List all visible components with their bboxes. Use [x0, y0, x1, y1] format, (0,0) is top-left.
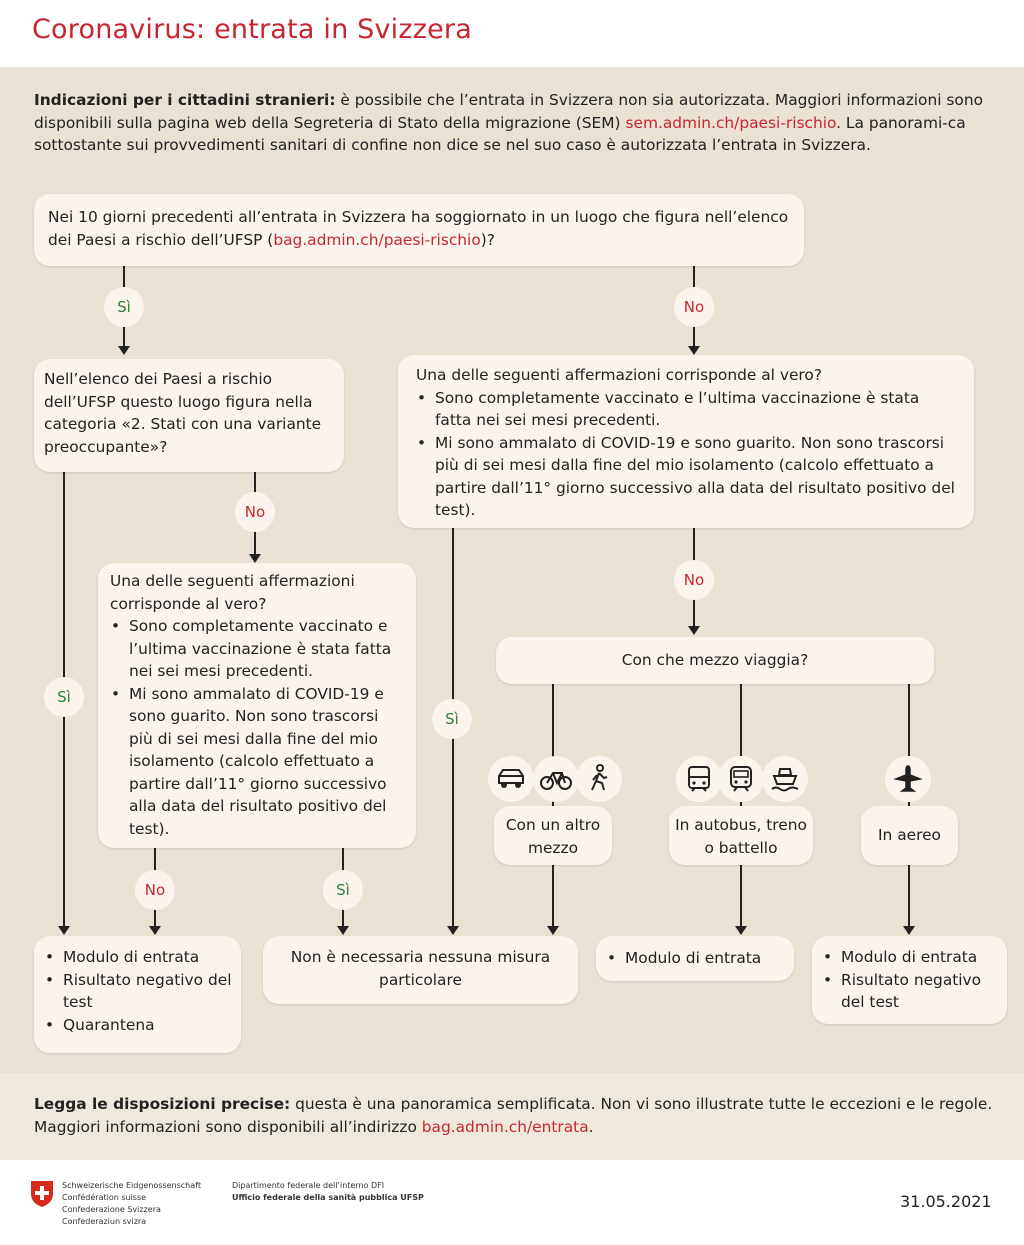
question-risk-country-text: Nei 10 giorni precedenti all’entrata in … — [48, 208, 789, 249]
intro-bold: Indicazioni per i cittadini stranieri: — [34, 91, 336, 109]
transport-public-label: In autobus, treno o battello — [675, 816, 807, 857]
list-item: Modulo di entrata — [822, 946, 999, 969]
question-vaccinated-right: Una delle seguenti affermazioni corrispo… — [398, 355, 974, 528]
yes-badge: Sì — [104, 287, 144, 327]
question-transport: Con che mezzo viaggia? — [496, 637, 934, 684]
list-item: Sono completamente vaccinato e l’ultima … — [110, 615, 406, 683]
list-item: Modulo di entrata — [606, 947, 786, 970]
footer-bold: Legga le disposizioni precise: — [34, 1095, 291, 1113]
question-transport-text: Con che mezzo viaggia? — [621, 651, 809, 669]
intro-band — [0, 67, 1024, 173]
intro-text: Indicazioni per i cittadini stranieri: è… — [34, 89, 1000, 157]
connector — [740, 684, 742, 927]
list-item: Modulo di entrata — [44, 946, 233, 969]
list-item: Quarantena — [44, 1014, 233, 1037]
outcome-entry-form: Modulo di entrata — [596, 936, 794, 981]
connector — [552, 684, 554, 927]
arrow — [149, 926, 161, 935]
arrow — [337, 926, 349, 935]
arrow — [735, 926, 747, 935]
question-vaccinated-left: Una delle seguenti affermazioni corrispo… — [98, 563, 416, 848]
no-badge: No — [674, 560, 714, 600]
bag-risk-link[interactable]: bag.admin.ch/paesi-rischio — [273, 230, 481, 249]
date: 31.05.2021 — [900, 1192, 992, 1211]
footer-text: Legga le disposizioni precise: questa è … — [34, 1093, 1004, 1138]
footer-text-2: . — [588, 1117, 594, 1136]
train-icon — [718, 756, 764, 802]
transport-other: Con un altro mezzo — [494, 806, 612, 865]
question-variant: Nell’elenco dei Paesi a rischio dell’UFS… — [34, 359, 344, 472]
arrow — [249, 554, 261, 563]
footer-band — [0, 1073, 1024, 1160]
arrow — [688, 346, 700, 355]
federal-name: Confederazione Svizzera — [62, 1205, 161, 1214]
arrow — [118, 346, 130, 355]
list-item: Risultato negativo del test — [822, 969, 999, 1014]
transport-other-label: Con un altro mezzo — [505, 816, 601, 857]
bag-entry-link[interactable]: bag.admin.ch/entrata — [421, 1117, 589, 1136]
arrow — [547, 926, 559, 935]
yes-badge: Sì — [44, 677, 84, 717]
no-badge: No — [235, 492, 275, 532]
arrow — [688, 626, 700, 635]
question-risk-country: Nei 10 giorni precedenti all’entrata in … — [34, 194, 804, 266]
yes-badge: Sì — [432, 699, 472, 739]
pedestrian-icon — [576, 756, 622, 802]
question-heading: Una delle seguenti affermazioni corrispo… — [416, 366, 822, 384]
intro-text-1: è possibile che l’entrata in Svizzera no… — [34, 91, 984, 132]
list-item: Mi sono ammalato di COVID-19 e sono guar… — [416, 432, 958, 522]
department-name: Dipartimento federale dell’interno DFI — [232, 1181, 385, 1190]
sem-link[interactable]: sem.admin.ch/paesi-rischio — [625, 113, 837, 132]
no-badge: No — [135, 870, 175, 910]
list-item: Mi sono ammalato di COVID-19 e sono guar… — [110, 683, 406, 841]
bus-icon — [676, 756, 722, 802]
transport-public: In autobus, treno o battello — [669, 806, 813, 865]
page-title: Coronavirus: entrata in Svizzera — [32, 14, 472, 45]
list-item: Risultato negativo del test — [44, 969, 233, 1014]
arrow — [903, 926, 915, 935]
intro-text-2: . La panorami-ca sottostante sui provved… — [34, 113, 966, 155]
arrow — [447, 926, 459, 935]
footer-text-1: questa è una panoramica semplificata. No… — [34, 1095, 993, 1136]
outcome-quarantine: Modulo di entrata Risultato negativo del… — [34, 936, 241, 1053]
question-heading: Una delle seguenti affermazioni corrispo… — [110, 572, 355, 613]
bicycle-icon — [533, 756, 579, 802]
question-variant-text: Nell’elenco dei Paesi a rischio dell’UFS… — [44, 370, 322, 456]
airplane-icon — [885, 756, 931, 802]
office-name: Ufficio federale della sanità pubblica U… — [232, 1193, 424, 1202]
transport-plane-label: In aereo — [878, 826, 941, 844]
outcome-entry-form-test: Modulo di entrata Risultato negativo del… — [812, 936, 1007, 1024]
connector — [908, 684, 910, 927]
transport-plane: In aereo — [861, 806, 958, 865]
ship-icon — [762, 756, 808, 802]
car-icon — [488, 756, 534, 802]
no-badge: No — [674, 287, 714, 327]
outcome-no-measures: Non è necessaria nessuna misura particol… — [263, 936, 578, 1004]
question-risk-country-end: )? — [480, 230, 495, 249]
list-item: Sono completamente vaccinato e l’ultima … — [416, 387, 958, 432]
federal-name: Schweizerische Eidgenossenschaft — [62, 1181, 201, 1190]
federal-name: Confederaziun svizra — [62, 1217, 147, 1226]
arrow — [58, 926, 70, 935]
outcome-no-measures-text: Non è necessaria nessuna misura particol… — [290, 948, 551, 989]
federal-name: Confédération suisse — [62, 1193, 147, 1202]
yes-badge: Sì — [323, 870, 363, 910]
swiss-cross-icon — [30, 1180, 54, 1212]
